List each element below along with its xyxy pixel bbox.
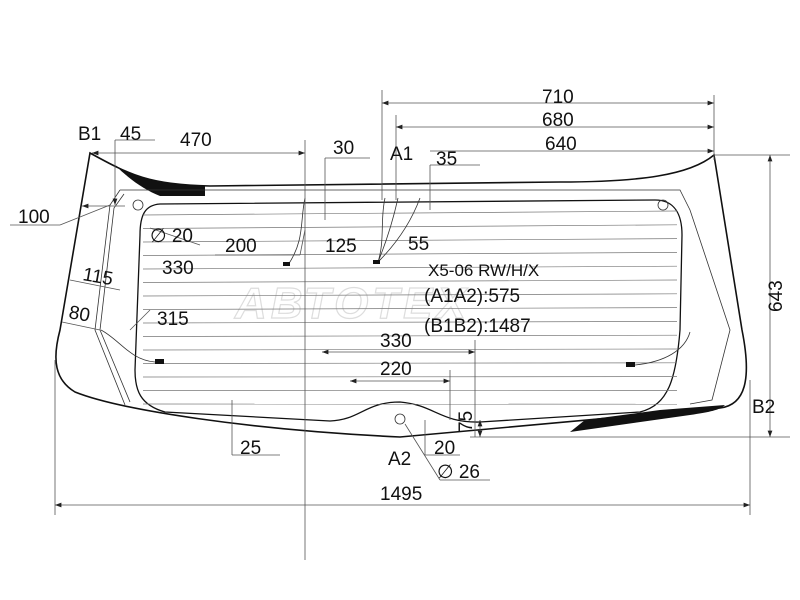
frit-border-left-2 [99, 193, 131, 403]
connector [626, 362, 635, 367]
point-b1: B1 [78, 124, 101, 145]
dim-330-bottom: 330 [380, 331, 412, 352]
dim-643: 643 [766, 280, 787, 312]
mount-hole-left [132, 199, 144, 211]
dim-80: 80 [67, 302, 91, 326]
frit-border [120, 189, 731, 405]
heating-line [142, 265, 678, 270]
part-code: X5-06 RW/H/X [428, 261, 539, 280]
wire-125 [377, 197, 421, 263]
distance-a1a2: (A1A2):575 [424, 286, 520, 307]
wire-200 [287, 197, 306, 266]
dim-100: 100 [18, 207, 50, 228]
watermark: АВТОТЕХ [234, 279, 470, 328]
dim-115: 115 [81, 264, 114, 290]
dim-220: 220 [380, 359, 412, 380]
frit-bottom-right [570, 405, 725, 432]
heating-line [142, 238, 678, 243]
heated-area [134, 199, 683, 423]
point-a1: A1 [390, 144, 413, 165]
dim-125: 125 [325, 236, 357, 257]
heating-line [142, 321, 678, 324]
heating-line [142, 307, 678, 310]
dim-640: 640 [545, 134, 577, 155]
dim-55: 55 [408, 234, 429, 255]
glass-outline [55, 151, 748, 438]
dim-25: 25 [240, 438, 261, 459]
heating-line [142, 362, 678, 364]
connector [155, 359, 164, 364]
dim-330-left: 330 [162, 258, 194, 279]
wire-315 [100, 329, 156, 363]
dim-45: 45 [120, 124, 141, 145]
dim-680: 680 [542, 110, 574, 131]
distance-b1b2: (B1B2):1487 [424, 316, 531, 337]
connector [283, 262, 290, 266]
heating-line [142, 210, 678, 216]
heating-line [142, 224, 678, 229]
dim-20: 20 [434, 438, 455, 459]
frit-top-left [115, 165, 205, 196]
heating-line [142, 293, 678, 297]
mount-hole-bottom [394, 413, 406, 425]
heating-line [142, 334, 678, 337]
dim-dia-20: ∅ 20 [150, 226, 193, 247]
dim-470: 470 [180, 130, 212, 151]
dimension-lines [10, 90, 790, 560]
dim-200: 200 [225, 236, 257, 257]
dim-1495: 1495 [380, 484, 422, 505]
wire-right [634, 331, 691, 366]
dim-30: 30 [333, 138, 354, 159]
mount-hole-right [657, 199, 669, 211]
heating-line [142, 279, 678, 283]
dim-710: 710 [542, 87, 574, 108]
point-a2: A2 [388, 449, 411, 470]
heating-line [142, 348, 678, 351]
frit-border-left [94, 189, 126, 406]
dim-75: 75 [456, 411, 477, 432]
point-b2: B2 [752, 397, 775, 418]
dim-dia-26: ∅ 26 [437, 462, 480, 483]
dim-35: 35 [436, 149, 457, 170]
connector [373, 260, 380, 264]
dim-315: 315 [157, 309, 189, 330]
